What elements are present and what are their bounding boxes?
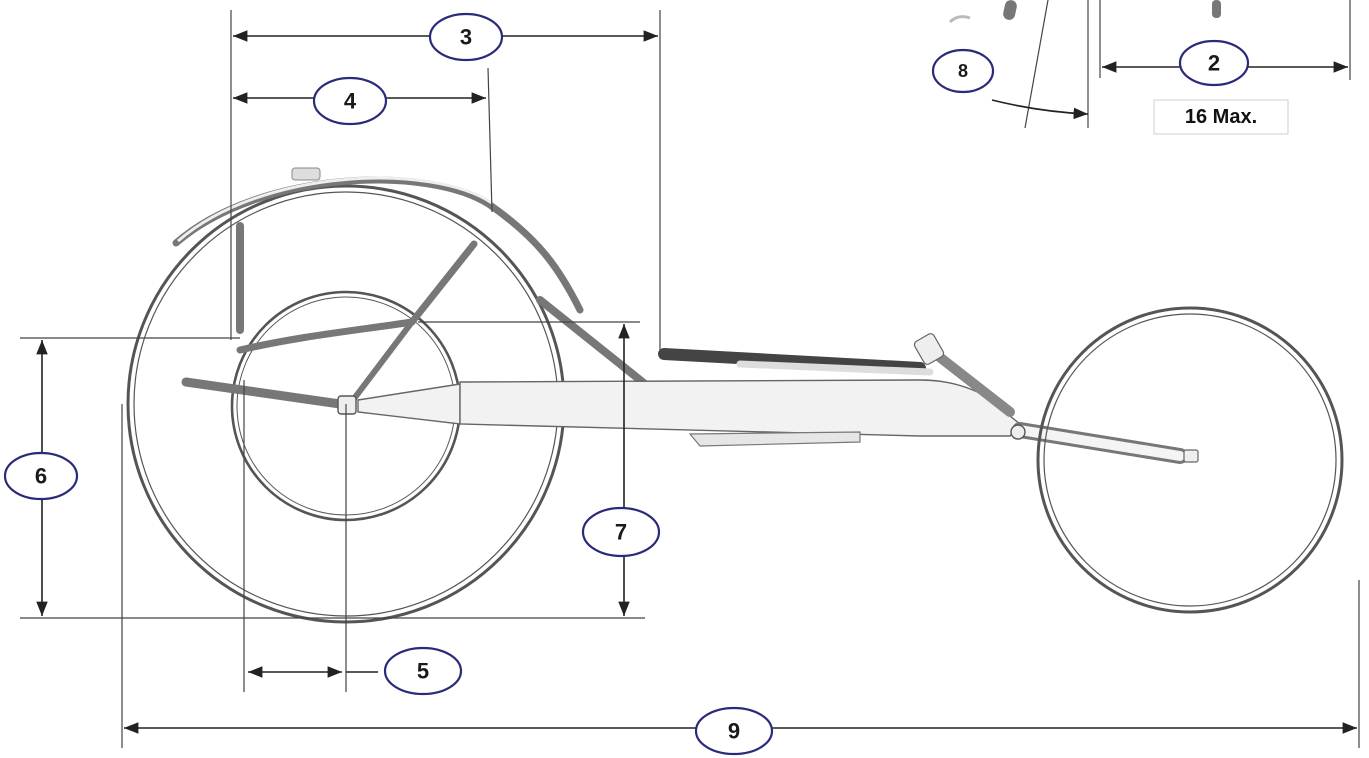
- front-axle-cap: [1183, 449, 1199, 463]
- rear-axle-hub: [337, 395, 357, 415]
- handlebar-grip: [658, 348, 926, 374]
- callout-4-ellipse: [312, 76, 388, 126]
- front-view-inset: 16 Max. 8 2: [885, 0, 1369, 182]
- callout-5: 5: [383, 646, 463, 696]
- tire-fragment-right: [1212, 0, 1221, 18]
- extension-line-4: [487, 67, 493, 213]
- callout-7: 7: [581, 506, 661, 558]
- front-wheel-tire: [1036, 306, 1344, 614]
- tire-fragment-left: [1003, 0, 1017, 20]
- frame-taper: [357, 383, 461, 425]
- callout-8-label: 8: [958, 61, 968, 81]
- front-cage-tube: [536, 296, 654, 392]
- guard-clip: [291, 167, 321, 181]
- steering-head: [913, 333, 945, 365]
- wheel-fragment: [948, 15, 971, 24]
- steering-column: [923, 343, 1015, 417]
- callout-6-label: 6: [35, 464, 47, 489]
- callout-3-ellipse: [428, 12, 504, 62]
- note-box: [1153, 99, 1289, 135]
- callout-4-label: 4: [344, 89, 357, 114]
- callout-7-ellipse: [581, 506, 661, 558]
- callout-9-label: 9: [728, 719, 740, 744]
- max-width-note: 16 Max.: [1185, 106, 1257, 128]
- seat-brace-upper: [408, 240, 478, 326]
- handlebar-tube: [736, 360, 934, 376]
- seat-brace-lower: [347, 319, 415, 407]
- seat-tube: [236, 318, 416, 354]
- front-wheel-rim: [1043, 313, 1337, 607]
- callout-7-label: 7: [615, 520, 627, 545]
- frame-bracket: [688, 431, 861, 447]
- main-frame-tube: [459, 379, 1021, 437]
- callout-6: 6: [3, 451, 79, 501]
- rear-axle-tube: [181, 377, 345, 409]
- callout-9: 9: [694, 706, 774, 756]
- callout-6-ellipse: [3, 451, 79, 501]
- callout-4: 4: [312, 76, 388, 126]
- callout-2-ellipse: [1178, 39, 1250, 87]
- camber-line: [1024, 0, 1049, 129]
- callout-9-ellipse: [694, 706, 774, 756]
- fork-pivot: [1010, 424, 1026, 440]
- callout-3: 3: [428, 12, 504, 62]
- camber-angle-arc: [991, 99, 1089, 120]
- wheel-guard-highlight: [177, 176, 493, 243]
- callout-5-label: 5: [417, 659, 429, 684]
- callout-3-label: 3: [460, 25, 472, 50]
- callout-8-ellipse: [931, 48, 995, 94]
- callout-2-label: 2: [1208, 51, 1220, 76]
- racing-wheelchair-side-view: [126, 167, 1344, 624]
- callout-5-ellipse: [383, 646, 463, 696]
